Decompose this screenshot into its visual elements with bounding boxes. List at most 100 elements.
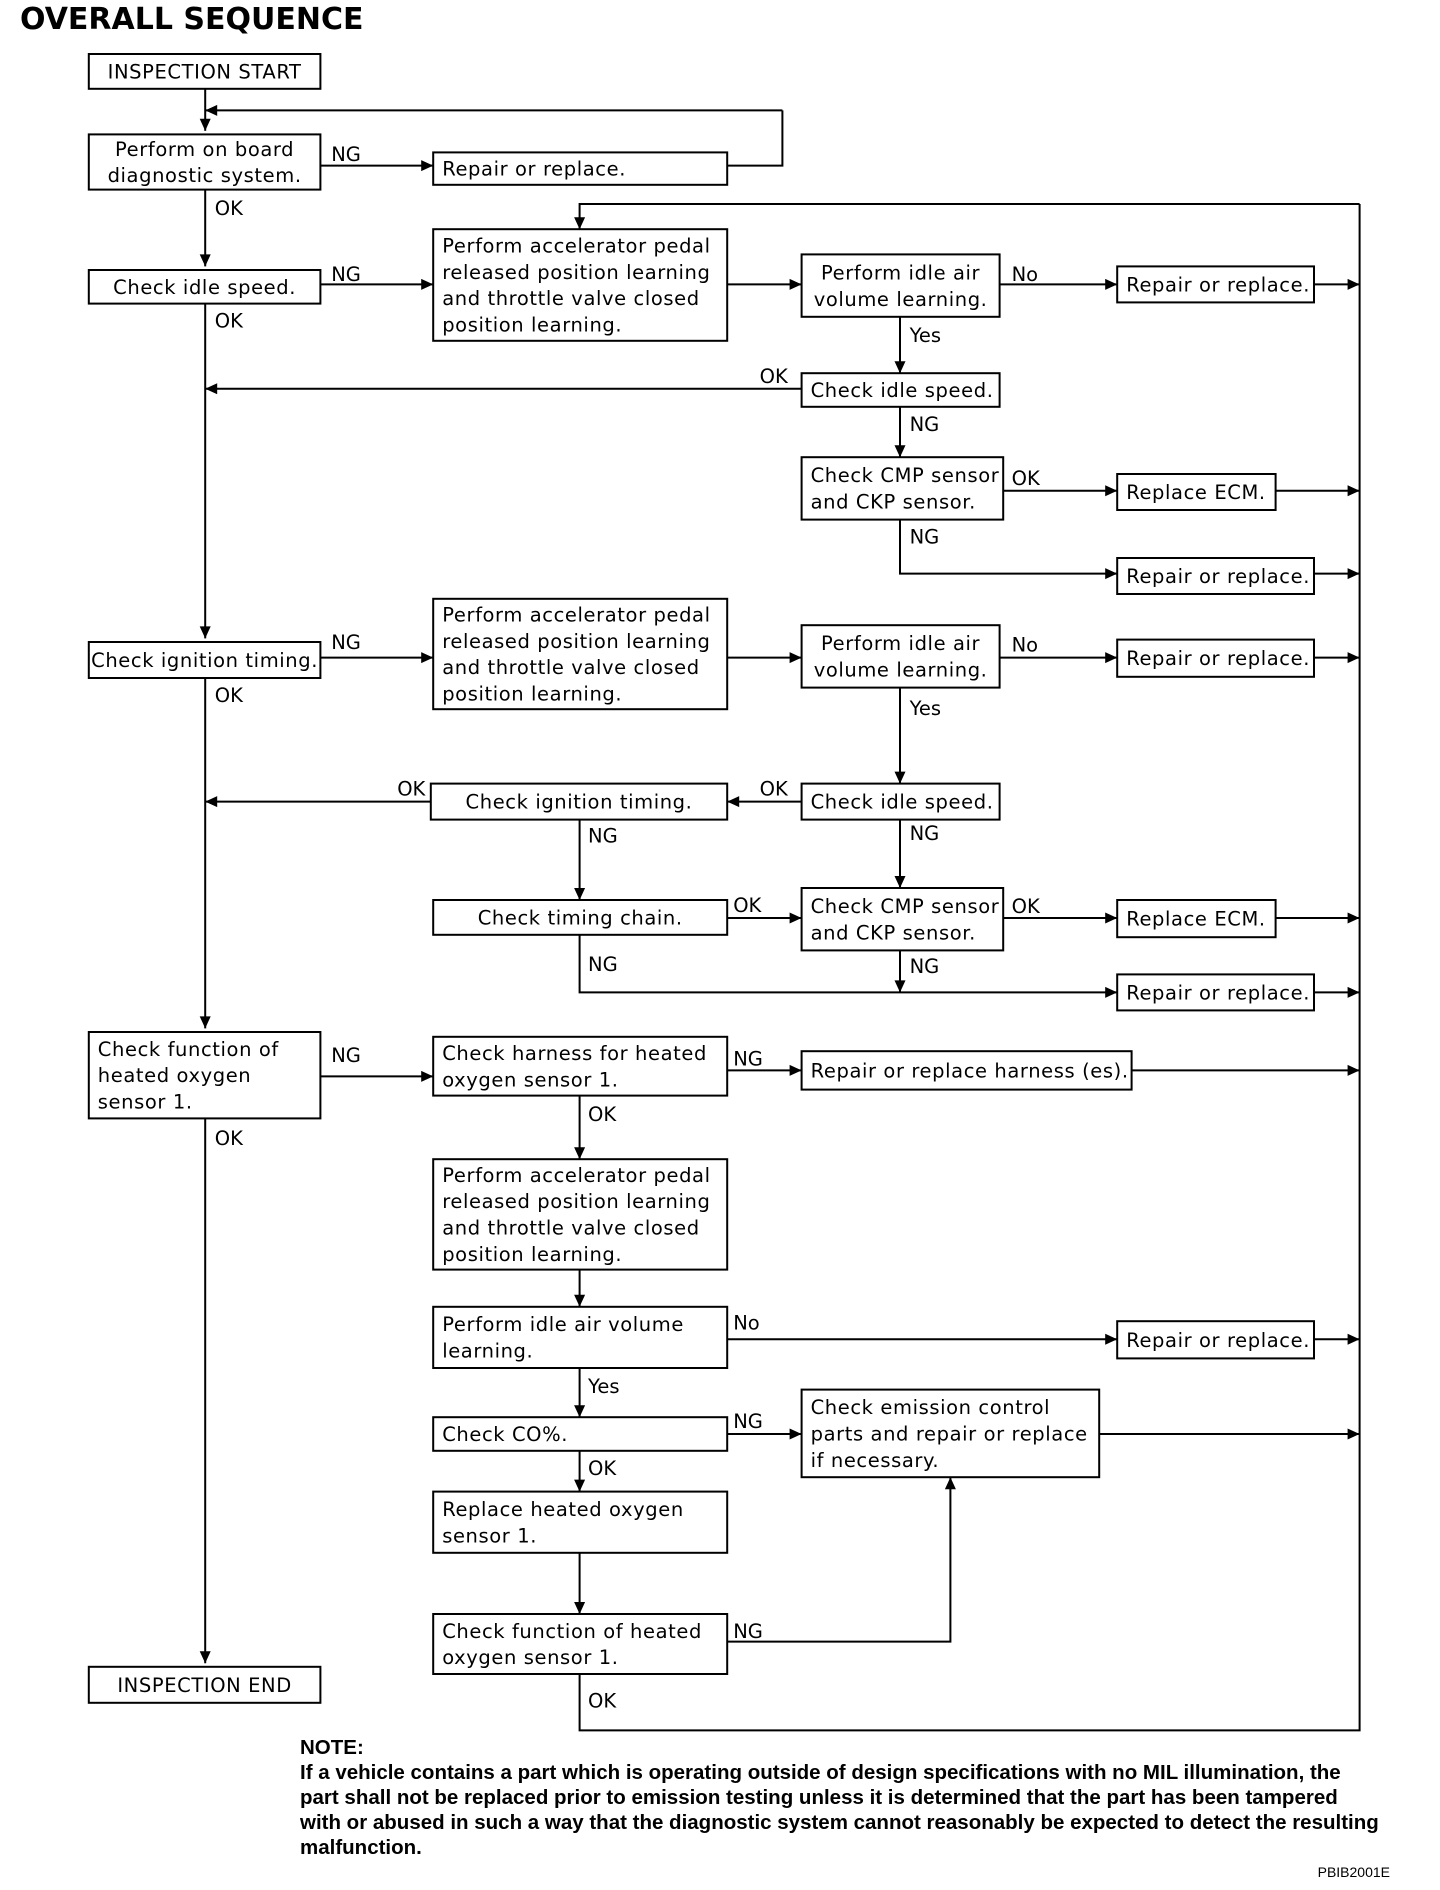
box-frame xyxy=(1116,973,1315,1012)
box-repair-obd: Repair or replace. xyxy=(432,151,729,186)
box-text: Perform on board xyxy=(115,138,294,161)
box-frame xyxy=(800,624,1001,689)
box-text: Check ignition timing. xyxy=(466,791,693,814)
arrowhead xyxy=(574,888,586,900)
box-text: if necessary. xyxy=(811,1449,940,1472)
branch-label: NG xyxy=(588,824,618,847)
branch-label: OK xyxy=(760,365,789,388)
box-frame xyxy=(432,1613,729,1675)
box-frame xyxy=(432,228,729,342)
branch-label: NG xyxy=(910,413,940,436)
box-frame xyxy=(1116,265,1315,304)
box-text: oxygen sensor 1. xyxy=(442,1646,618,1669)
figure-code: PBIB2001E xyxy=(1317,1864,1390,1880)
box-repair-r4: Repair or replace. xyxy=(1116,973,1315,1012)
connector-line xyxy=(578,203,1360,230)
arrowhead xyxy=(1347,278,1360,290)
box-text: and throttle valve closed xyxy=(442,656,700,679)
box-text: learning. xyxy=(442,1340,533,1363)
box-text: Repair or replace. xyxy=(1126,1329,1310,1352)
branch-label: Yes xyxy=(909,697,941,720)
box-text: Check idle speed. xyxy=(113,276,296,299)
box-ecm2: Replace ECM. xyxy=(1116,899,1277,939)
arrowhead xyxy=(205,104,218,116)
branch-label: No xyxy=(1012,634,1039,657)
arrowhead xyxy=(574,1294,586,1307)
note: NOTE: If a vehicle contains a part which… xyxy=(300,1735,1380,1860)
box-frame xyxy=(87,53,322,90)
branch-label: OK xyxy=(733,894,762,917)
box-frame xyxy=(429,782,729,821)
box-text: Perform idle air xyxy=(821,632,981,655)
box-frame xyxy=(432,597,729,711)
box-repair-r2: Repair or replace. xyxy=(1116,557,1315,595)
arrowhead xyxy=(789,1064,802,1076)
box-frame xyxy=(1116,638,1315,678)
arrowhead xyxy=(894,980,906,993)
box-ign1: Check ignition timing. xyxy=(87,641,322,679)
box-text: Repair or replace harness (es). xyxy=(811,1059,1129,1082)
box-text: released position learning xyxy=(442,1190,710,1213)
box-frame xyxy=(87,133,322,191)
arrowhead xyxy=(1105,1333,1118,1345)
arrowhead xyxy=(789,652,802,664)
box-frame xyxy=(800,253,1001,318)
box-text: and throttle valve closed xyxy=(442,287,700,310)
box-frame xyxy=(432,151,729,186)
arrowhead xyxy=(199,1016,211,1029)
box-text: volume learning. xyxy=(814,659,988,682)
box-text: position learning. xyxy=(442,683,622,706)
box-frame xyxy=(800,1388,1101,1479)
box-end: INSPECTION END xyxy=(87,1665,322,1704)
box-text: volume learning. xyxy=(814,288,988,311)
box-idle3: Check idle speed. xyxy=(800,782,1001,821)
box-frame xyxy=(432,1305,729,1370)
box-frame xyxy=(432,1490,729,1554)
box-text: Check CMP sensor xyxy=(811,464,1000,487)
box-repair-r1: Repair or replace. xyxy=(1116,265,1315,304)
arrowhead xyxy=(1347,1428,1360,1440)
box-iavl3: Perform idle air volume learning. xyxy=(432,1305,729,1370)
arrowhead xyxy=(1105,568,1118,580)
box-frame xyxy=(800,372,1001,408)
box-text: Check emission control xyxy=(811,1396,1051,1419)
box-frame xyxy=(1116,899,1277,939)
box-text: position learning. xyxy=(442,1243,622,1266)
box-frame xyxy=(87,269,322,305)
branch-label: NG xyxy=(733,1410,763,1433)
arrowhead xyxy=(1347,912,1360,924)
box-text: Check timing chain. xyxy=(478,906,683,929)
box-frame xyxy=(432,1416,729,1452)
arrowhead xyxy=(199,118,211,131)
arrowhead xyxy=(894,445,906,458)
arrowhead xyxy=(574,1147,586,1160)
arrowhead xyxy=(894,876,906,888)
box-text: INSPECTION END xyxy=(117,1674,292,1697)
arrowhead xyxy=(789,912,802,924)
branch-label: NG xyxy=(733,1048,763,1071)
arrowhead xyxy=(199,626,211,639)
box-frame xyxy=(800,782,1001,821)
branch-label: No xyxy=(733,1312,760,1335)
box-text: Repair or replace. xyxy=(1126,565,1310,588)
box-frame xyxy=(87,1031,322,1120)
arrowhead xyxy=(1105,912,1118,924)
box-text: Perform idle air volume xyxy=(442,1313,684,1336)
arrowhead xyxy=(574,1602,586,1614)
arrowhead xyxy=(1347,485,1360,497)
arrowhead xyxy=(1347,1064,1360,1076)
box-text: Check CO%. xyxy=(442,1423,568,1446)
branch-label: OK xyxy=(760,778,789,801)
arrowhead xyxy=(1105,278,1118,290)
box-text: Check harness for heated xyxy=(442,1042,707,1065)
box-frame xyxy=(432,1035,729,1097)
box-text: Replace ECM. xyxy=(1126,908,1266,931)
box-text: sensor 1. xyxy=(98,1091,193,1114)
box-text: Replace heated oxygen xyxy=(442,1498,684,1521)
